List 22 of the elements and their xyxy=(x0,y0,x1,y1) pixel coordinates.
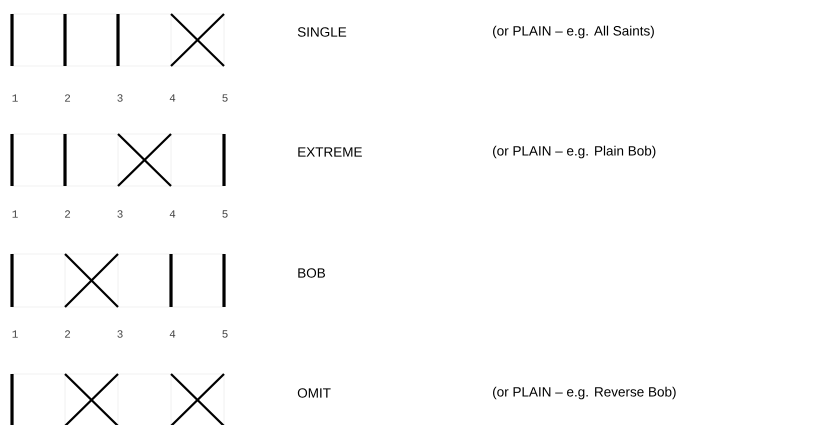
place-number: 4 xyxy=(170,330,176,338)
change-name: SINGLE xyxy=(298,27,346,37)
place-number: 5 xyxy=(222,210,228,218)
place-number: 2 xyxy=(64,94,70,102)
place-number: 2 xyxy=(64,210,70,218)
place-number: 1 xyxy=(12,330,18,338)
place-number: 5 xyxy=(222,330,228,338)
place-number: 1 xyxy=(12,210,18,218)
change-name: EXTREME xyxy=(298,147,362,157)
place-number: 4 xyxy=(170,210,176,218)
place-number: 3 xyxy=(117,330,123,338)
note: (or PLAIN – e.g. Reverse Bob) xyxy=(493,386,676,400)
place-number: 5 xyxy=(222,94,228,102)
place-number: 3 xyxy=(117,210,123,218)
note: (or PLAIN – e.g. Plain Bob) xyxy=(493,146,656,158)
change-name: OMIT xyxy=(298,388,331,398)
note: (or PLAIN – e.g. All Saints) xyxy=(493,26,654,38)
place-number: 3 xyxy=(117,94,123,102)
place-number: 2 xyxy=(64,330,70,338)
place-number: 4 xyxy=(170,94,176,102)
place-number: 1 xyxy=(12,94,18,102)
change-name: BOB xyxy=(298,268,325,278)
